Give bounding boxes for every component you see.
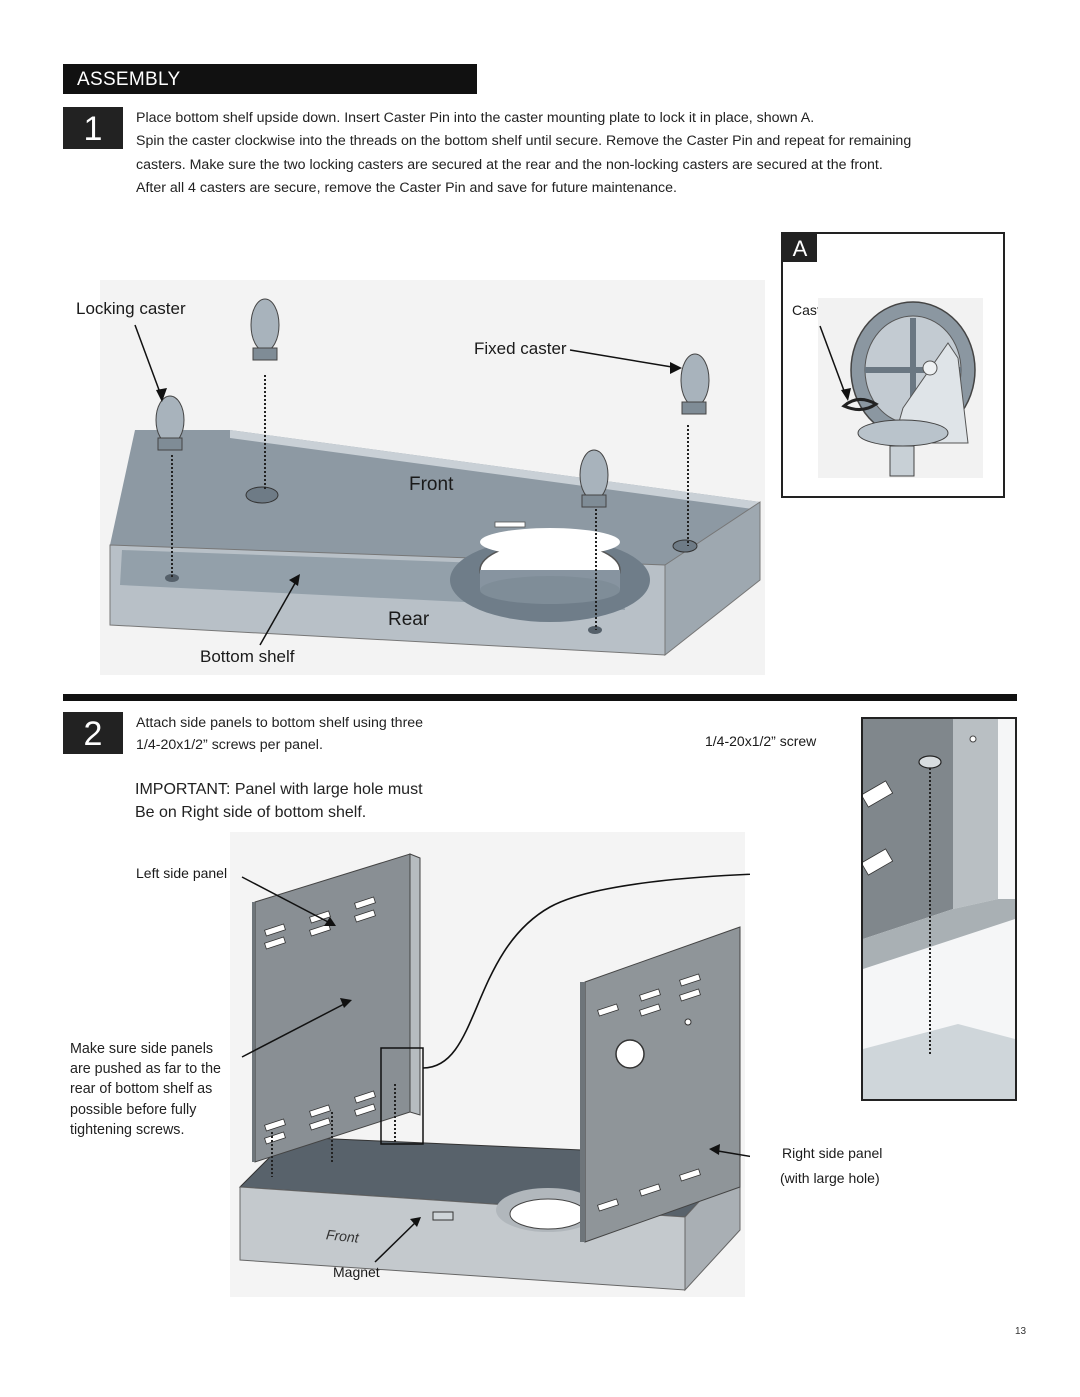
note-line: are pushed as far to the [70,1061,222,1078]
note-line: rear of bottom shelf as [70,1081,213,1098]
important-note: IMPORTANT: Panel with large hole must Be… [135,779,423,824]
front-label: Front [409,474,454,495]
locking-caster-label: Locking caster [76,299,186,318]
page-number: 13 [1015,1326,1027,1337]
side-panels-note: Make sure side panels are pushed as far … [70,1039,221,1140]
with-large-hole-label: (with large hole) [780,1170,880,1186]
detail-a-letter: A [783,234,817,262]
detail-a-frame [781,232,1005,498]
step-1-instructions: Place bottom shelf upside down. Insert C… [136,107,911,200]
step-2-badge: 2 [63,712,123,754]
front-label-step2: Front [325,1226,360,1246]
right-side-panel-label: Right side panel [782,1145,883,1161]
note-line: possible before fully [70,1101,197,1118]
step-2-line: 1/4-20x1/2” screws per panel. [136,736,323,753]
rear-label: Rear [388,609,430,630]
fixed-caster-label: Fixed caster [474,339,567,358]
step-2-instructions: Attach side panels to bottom shelf using… [136,713,423,756]
section-divider [63,694,1017,701]
screw-detail-illustration [863,719,1015,1099]
step-1-line: After all 4 casters are secure, remove t… [136,179,677,196]
section-title: ASSEMBLY [63,64,477,94]
screw-label: 1/4-20x1/2” screw [705,733,817,749]
caster-detail-illustration [818,298,983,478]
step-1-line: Spin the caster clockwise into the threa… [136,133,912,150]
note-line: Make sure side panels [70,1041,214,1057]
important-line: Be on Right side of bottom shelf. [135,803,367,821]
important-line: IMPORTANT: Panel with large hole must [135,781,423,798]
bottom-shelf-illustration [100,280,765,675]
step-1-line: casters. Make sure the two locking caste… [136,156,883,173]
step-1-line: Place bottom shelf upside down. Insert C… [136,110,815,126]
bottom-shelf-label: Bottom shelf [200,647,295,666]
side-panels-illustration [230,832,750,1297]
step-2-line: Attach side panels to bottom shelf using… [136,715,424,731]
note-line: tightening screws. [70,1121,185,1138]
step-1-badge: 1 [63,107,123,149]
left-side-panel-label: Left side panel [136,865,228,881]
magnet-label: Magnet [333,1264,380,1280]
